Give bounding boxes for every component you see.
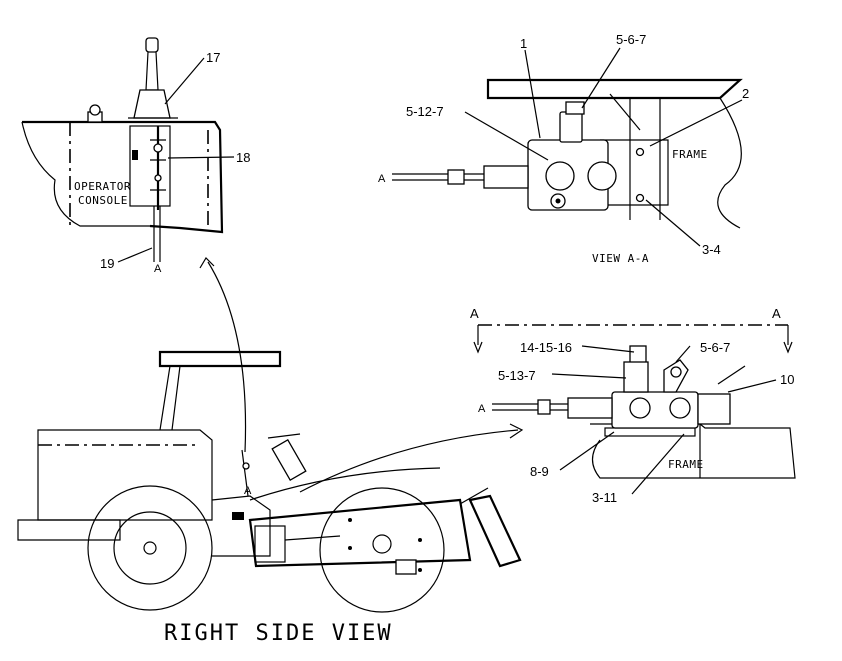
callout-18: 18: [236, 150, 250, 165]
section-frame-label: FRAME: [668, 458, 704, 471]
callout-17: 17: [206, 50, 220, 65]
console-label-line1: OPERATOR: [74, 180, 131, 193]
callout-8-9: 8-9: [530, 464, 549, 479]
section-marker-right: A: [772, 306, 781, 321]
operator-console-view: [21, 37, 235, 263]
callout-5-13-7: 5-13-7: [498, 368, 536, 383]
callout-19: 19: [100, 256, 114, 271]
callout-3-11: 3-11: [592, 490, 617, 505]
callout-5-6-7-top: 5-6-7: [616, 32, 646, 47]
view-title: RIGHT SIDE VIEW: [164, 621, 393, 646]
console-label-line2: CONSOLE: [78, 194, 128, 207]
callout-10: 10: [780, 372, 794, 387]
arrow-to-console: [207, 261, 247, 453]
view-aa-caption: VIEW A-A: [592, 252, 649, 265]
callout-2: 2: [742, 86, 749, 101]
machine-ref-a: A: [244, 485, 252, 497]
section-a-view: [473, 324, 796, 495]
machine-side-view: [17, 350, 522, 613]
section-ref-a: A: [478, 403, 486, 415]
console-ref-a: A: [154, 263, 162, 275]
callout-5-6-7-section: 5-6-7: [700, 340, 730, 355]
callout-14-15-16: 14-15-16: [520, 340, 572, 355]
arrow-to-section: [299, 429, 519, 493]
view-aa-ref-a: A: [378, 173, 386, 185]
callout-5-12-7: 5-12-7: [406, 104, 444, 119]
view-aa-frame-label: FRAME: [672, 148, 708, 161]
view-aa: [392, 47, 743, 247]
callout-3-4: 3-4: [702, 242, 721, 257]
section-marker-left: A: [470, 306, 479, 321]
callout-1: 1: [520, 36, 527, 51]
